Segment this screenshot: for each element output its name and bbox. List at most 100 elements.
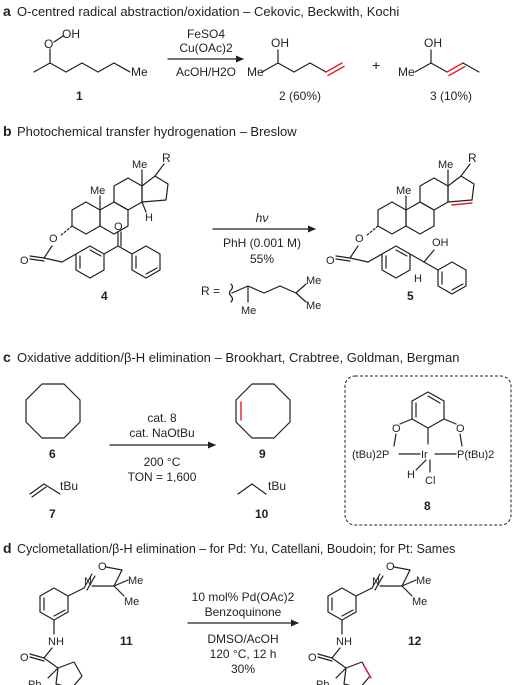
structure-11-ph: Ph xyxy=(28,679,41,685)
compound-9-label: 9 xyxy=(259,447,266,461)
compound-1-label: 1 xyxy=(76,89,83,103)
structure-4-carbonyl-o: O xyxy=(20,255,29,267)
structure-12-me-a: Me xyxy=(416,575,431,587)
panel-a-condition-2: Cu(OAc)2 xyxy=(179,41,233,55)
structure-3: OH Me 3 (10%) xyxy=(398,36,480,103)
side-chain-me-a: Me xyxy=(241,305,256,317)
structure-10-tbu: tBu xyxy=(268,479,286,493)
structure-4-ester-o: O xyxy=(49,233,58,245)
structure-11: N O Me Me NH O Ph 11 xyxy=(20,561,143,685)
structure-12: N O Me Me NH O Ph 12 xyxy=(308,561,431,685)
panel-b-condition-2: PhH (0.001 M) xyxy=(223,236,301,250)
panel-a-condition-1: FeSO4 xyxy=(187,27,225,41)
structure-9: 9 xyxy=(235,383,291,461)
compound-6-label: 6 xyxy=(49,447,56,461)
side-chain-me-b: Me xyxy=(306,275,321,287)
panel-a-condition-3: AcOH/H2O xyxy=(176,65,236,79)
structure-6: 6 xyxy=(25,383,81,461)
panel-c-condition-4: TON = 1,600 xyxy=(128,470,197,484)
catalyst-ptbu-right: P(tBu)2 xyxy=(457,449,494,461)
panel-d-letter: d xyxy=(3,540,12,556)
catalyst-o-left: O xyxy=(392,423,401,435)
panel-c-condition-1: cat. 8 xyxy=(147,411,177,425)
catalyst-8-box: O O (tBu)2P Ir P(tBu)2 H Cl 8 xyxy=(344,375,512,526)
panel-a-title: O-centred radical abstraction/oxidation … xyxy=(17,4,399,19)
compound-10-label: 10 xyxy=(255,507,269,521)
structure-7: tBu 7 xyxy=(29,479,78,521)
panel-b: b Photochemical transfer hydrogenation –… xyxy=(3,123,477,317)
structure-1-oh: OH xyxy=(62,27,80,41)
catalyst-ptbu-left: (tBu)2P xyxy=(352,449,389,461)
panel-c-condition-2: cat. NaOtBu xyxy=(129,426,194,440)
panel-d-condition-4: 120 °C, 12 h xyxy=(210,647,277,661)
catalyst-o-right: O xyxy=(456,423,465,435)
structure-4-me-a: Me xyxy=(90,185,105,197)
structure-10: tBu 10 xyxy=(237,479,286,521)
compound-4-label: 4 xyxy=(101,289,108,303)
panel-d: d Cyclometallation/β-H elimination – for… xyxy=(3,540,455,685)
compound-3-label: 3 (10%) xyxy=(430,89,472,103)
structure-11-o2: O xyxy=(20,652,29,664)
structure-5-oh: OH xyxy=(432,237,449,249)
catalyst-h: H xyxy=(407,469,415,481)
side-chain-r: R = Me Me Me xyxy=(201,275,321,317)
panel-d-condition-5: 30% xyxy=(231,662,255,676)
reaction-arrow-a: FeSO4 Cu(OAc)2 AcOH/H2O xyxy=(167,27,244,79)
compound-12-label: 12 xyxy=(408,634,422,648)
catalyst-ir: Ir xyxy=(421,449,428,461)
panel-d-condition-3: DMSO/AcOH xyxy=(207,632,278,646)
structure-5-r: R xyxy=(468,151,477,165)
compound-11-label: 11 xyxy=(120,634,133,648)
panel-b-condition-3: 55% xyxy=(250,252,274,266)
panel-c-condition-3: 200 °C xyxy=(144,455,181,469)
structure-12-o2: O xyxy=(308,652,317,664)
side-chain-me-c: Me xyxy=(306,300,321,312)
panel-b-letter: b xyxy=(3,123,12,139)
structure-5-me-b: Me xyxy=(438,159,453,171)
compound-8-label: 8 xyxy=(424,499,431,513)
structure-12-ph: Ph xyxy=(316,679,329,685)
panel-d-title: Cyclometallation/β-H elimination – for P… xyxy=(17,542,455,556)
structure-1-me: Me xyxy=(131,65,148,79)
structure-3-oh: OH xyxy=(424,36,442,50)
structure-12-nh: NH xyxy=(336,636,352,648)
panel-b-condition-1: hν xyxy=(256,211,269,225)
panel-c-letter: c xyxy=(3,349,11,365)
structure-4-h: H xyxy=(145,212,153,224)
compound-2-label: 2 (60%) xyxy=(279,89,321,103)
reaction-arrow-c: cat. 8 cat. NaOtBu 200 °C TON = 1,600 xyxy=(109,411,216,484)
plus-sign: + xyxy=(372,57,380,73)
structure-5-me-a: Me xyxy=(396,185,411,197)
panel-a: a O-centred radical abstraction/oxidatio… xyxy=(3,3,480,103)
panel-d-condition-2: Benzoquinone xyxy=(205,605,282,619)
structure-1: O OH Me 1 xyxy=(33,27,148,103)
catalyst-cl: Cl xyxy=(425,475,435,487)
structure-4-ketone-o: O xyxy=(114,221,123,233)
panel-b-title: Photochemical transfer hydrogenation – B… xyxy=(17,124,297,139)
r-equals-label: R = xyxy=(201,284,220,298)
structure-12-o: O xyxy=(386,561,395,573)
structure-4: Me Me R H O O O 4 xyxy=(20,151,171,303)
structure-4-me-b: Me xyxy=(132,159,147,171)
structure-1-oxygen: O xyxy=(44,37,53,51)
structure-4-r: R xyxy=(162,151,171,165)
structure-5-ester-o: O xyxy=(355,233,364,245)
panel-a-letter: a xyxy=(3,3,11,19)
compound-5-label: 5 xyxy=(407,289,414,303)
compound-7-label: 7 xyxy=(49,507,56,521)
panel-c: c Oxidative addition/β-H elimination – B… xyxy=(3,349,512,526)
structure-2: OH Me 2 (60%) xyxy=(247,36,345,103)
panel-d-condition-1: 10 mol% Pd(OAc)2 xyxy=(192,590,295,604)
structure-2-oh: OH xyxy=(271,36,289,50)
structure-7-tbu: tBu xyxy=(60,479,78,493)
panel-c-title: Oxidative addition/β-H elimination – Bro… xyxy=(17,350,459,365)
structure-5-h: H xyxy=(414,273,422,285)
structure-3-me: Me xyxy=(398,65,415,79)
reaction-arrow-d: 10 mol% Pd(OAc)2 Benzoquinone DMSO/AcOH … xyxy=(187,590,299,676)
structure-5: Me Me R O O OH H 5 xyxy=(326,151,477,303)
structure-12-me-b: Me xyxy=(412,596,427,608)
structure-11-me-a: Me xyxy=(128,575,143,587)
reaction-arrow-b: hν PhH (0.001 M) 55% xyxy=(212,211,316,266)
structure-2-me: Me xyxy=(247,65,264,79)
